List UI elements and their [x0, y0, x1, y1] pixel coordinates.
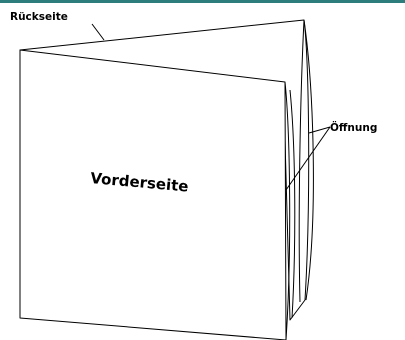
inner-page-middle — [298, 19, 305, 303]
opening-leader-outer — [308, 126, 331, 134]
opening-leader-inner — [285, 126, 331, 191]
inner-page-outer — [303, 19, 314, 301]
opening-label: Öffnung — [330, 120, 377, 134]
inner-page-near — [289, 89, 296, 319]
top-accent-bar — [0, 0, 405, 3]
back-side-label: Rückseite — [10, 11, 68, 23]
front-panel — [19, 49, 287, 340]
front-spine — [284, 81, 291, 340]
back-side-leader — [91, 23, 105, 41]
